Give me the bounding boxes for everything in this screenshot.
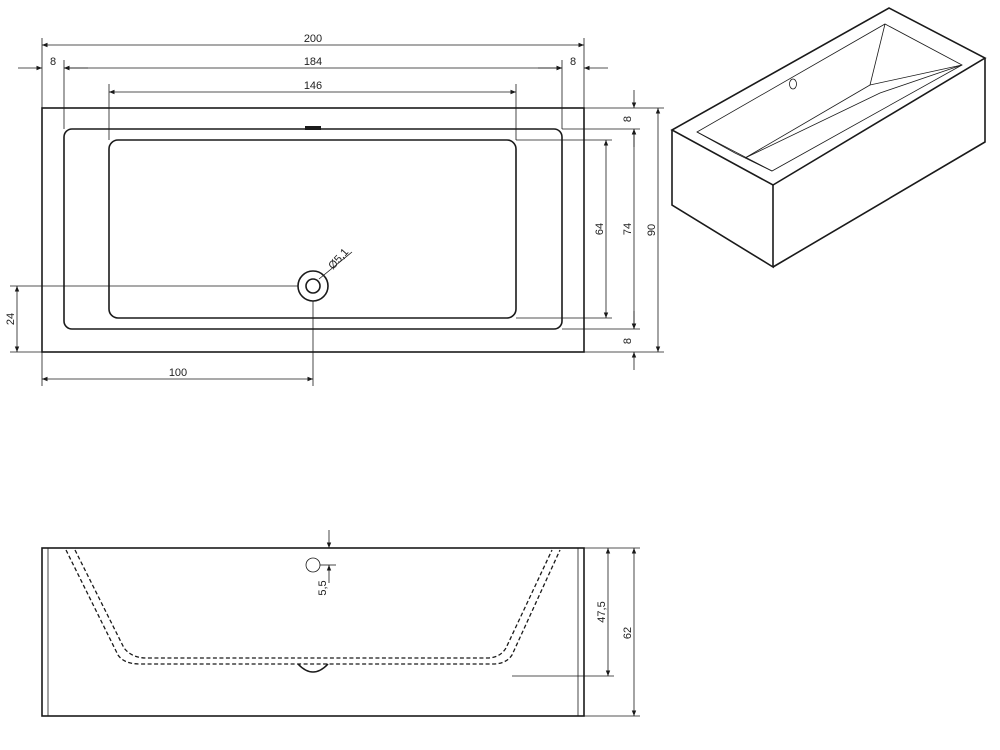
dim-overall-height: 62 xyxy=(622,627,634,639)
iso-overflow-hole xyxy=(789,78,797,90)
dim-inner-length: 184 xyxy=(304,56,322,68)
dim-drain-offset-x: 100 xyxy=(169,367,187,379)
side-section-view: 5,5 47,5 62 xyxy=(41,530,640,717)
dim-drain-offset-y: 24 xyxy=(5,313,17,325)
iso-inner-bottom-edge xyxy=(744,64,963,159)
dim-bottom-rim: 8 xyxy=(622,338,634,344)
overflow-slot xyxy=(305,126,321,130)
drain-sump xyxy=(297,663,329,673)
drain-leader-line xyxy=(318,251,353,280)
dim-basin-length: 146 xyxy=(304,80,322,92)
dim-right-rim: 8 xyxy=(570,56,576,68)
side-outer-outline xyxy=(41,547,585,717)
top-view: 200 184 146 8 8 100 90 74 64 8 8 24 Ø5,1 xyxy=(5,33,664,386)
dim-left-rim: 8 xyxy=(50,56,56,68)
dim-overall-width: 90 xyxy=(646,224,658,236)
basin-profile-outer xyxy=(74,549,553,659)
iso-inner-corner-back xyxy=(869,23,963,86)
tub-inner-rim-outline xyxy=(63,128,563,330)
overflow-circle xyxy=(305,557,321,573)
dim-drain-diameter: Ø5,1 xyxy=(326,246,351,272)
basin-profile-inner xyxy=(65,549,561,665)
basin-outline xyxy=(108,139,517,319)
iso-front-face xyxy=(671,130,774,269)
dim-overflow-height: 5,5 xyxy=(317,580,329,595)
iso-inner-floor-line xyxy=(744,84,871,159)
iso-inner-front-wall xyxy=(696,131,773,172)
dim-basin-width: 64 xyxy=(594,223,606,235)
dim-water-depth: 47,5 xyxy=(596,601,608,622)
isometric-view xyxy=(670,7,987,269)
dim-overall-length: 200 xyxy=(304,33,322,45)
iso-inner-rim xyxy=(696,23,963,172)
iso-top-rim xyxy=(670,7,987,186)
iso-side-face xyxy=(772,58,986,268)
dim-top-rim: 8 xyxy=(622,116,634,122)
drain-inner-circle xyxy=(305,278,321,294)
dim-inner-width: 74 xyxy=(622,223,634,235)
